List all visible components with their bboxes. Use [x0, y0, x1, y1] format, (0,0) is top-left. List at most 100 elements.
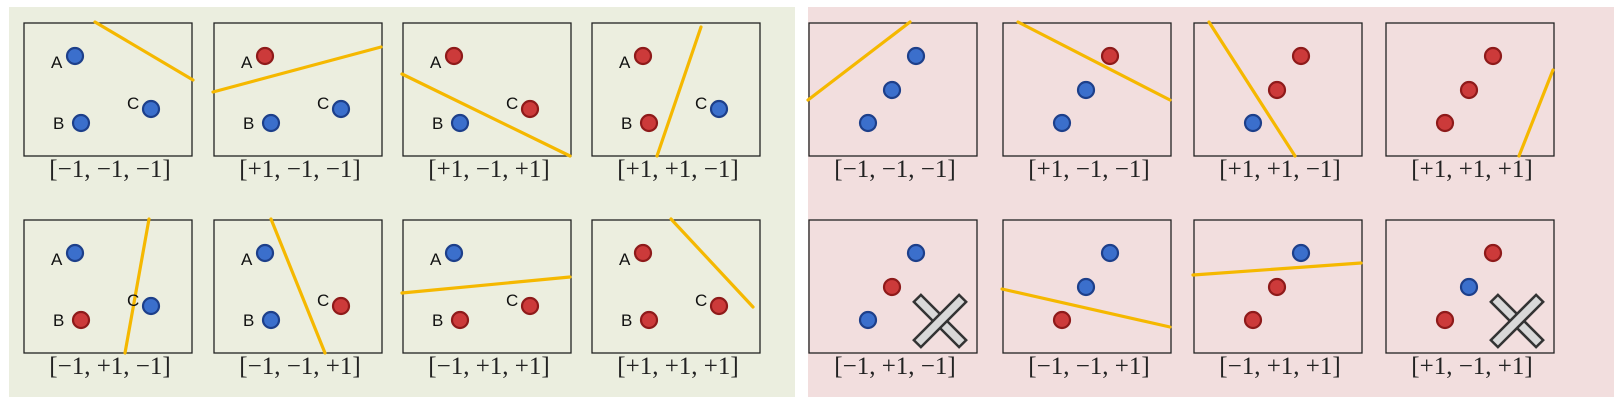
point-label: B [621, 311, 632, 330]
point-label: C [506, 94, 518, 113]
point-c-blue [331, 99, 351, 119]
cell-diagram: ABC [400, 219, 572, 354]
point-label: B [53, 311, 64, 330]
separating-line [93, 20, 195, 82]
point-2-red [882, 277, 902, 297]
cell-frame [1002, 22, 1172, 157]
separating-line [669, 217, 755, 309]
cell-diagram [1193, 20, 1363, 158]
point-label: B [621, 114, 632, 133]
point-c-blue [141, 296, 161, 316]
cell-frame [402, 22, 572, 157]
separating-line [1191, 261, 1363, 277]
point-b-red [71, 310, 91, 330]
point-c-red [520, 99, 540, 119]
point-b-blue [261, 113, 281, 133]
cell-diagram: A B C [211, 22, 383, 157]
cell-diagram: ABC [213, 217, 383, 355]
point-label: B [243, 311, 254, 330]
shattered-cell-4: A B C [+1, +1, −1] [591, 22, 765, 190]
point-c-red [709, 296, 729, 316]
separating-line [400, 275, 572, 295]
point-2-red [1267, 277, 1287, 297]
point-3-blue [1052, 113, 1072, 133]
point-1-red [1100, 46, 1120, 66]
point-3-red [1243, 310, 1263, 330]
point-b-red [639, 113, 659, 133]
point-2-red [1459, 80, 1479, 100]
cell-label: [+1, +1, −1] [617, 156, 739, 183]
point-c-red [520, 296, 540, 316]
point-a-blue [65, 46, 85, 66]
point-1-red [1483, 46, 1503, 66]
panel-collinear-configurations: [−1, −1, −1][+1, −1, −1][+1, +1, −1][+1,… [806, 7, 1614, 397]
point-a-red [255, 46, 275, 66]
point-3-red [1435, 310, 1455, 330]
point-a-red [444, 46, 464, 66]
point-3-blue [858, 310, 878, 330]
cell-diagram: A B C [23, 217, 193, 355]
cell-diagram [1385, 219, 1555, 354]
point-label: A [619, 250, 631, 269]
point-b-blue [450, 113, 470, 133]
cell-diagram: ABC [400, 22, 572, 158]
cell-label: [−1, −1, −1] [49, 156, 171, 183]
collinear-cell-3: [+1, +1, −1] [1193, 20, 1367, 190]
point-b-red [639, 310, 659, 330]
collinear-cell-1: [−1, −1, −1] [806, 20, 982, 190]
cell-label: [−1, −1, +1] [239, 353, 361, 380]
separating-line [400, 72, 572, 158]
point-1-blue [906, 243, 926, 263]
cell-label: [+1, +1, −1] [1219, 156, 1341, 183]
point-b-red [450, 310, 470, 330]
cross-icon [912, 293, 968, 349]
point-a-red [633, 243, 653, 263]
point-3-red [1052, 310, 1072, 330]
point-label: A [430, 250, 442, 269]
cell-diagram [1000, 219, 1172, 354]
point-3-blue [858, 113, 878, 133]
point-b-blue [261, 310, 281, 330]
point-label: A [241, 53, 253, 72]
point-c-red [331, 296, 351, 316]
point-label: A [430, 53, 442, 72]
separating-line [123, 217, 151, 355]
point-1-red [1291, 46, 1311, 66]
cell-label: [+1, +1, +1] [1411, 156, 1533, 183]
separating-line [211, 45, 383, 94]
point-label: C [695, 94, 707, 113]
cell-frame [23, 22, 193, 157]
point-label: C [127, 291, 139, 310]
separating-line [1016, 20, 1172, 102]
point-label: B [53, 114, 64, 133]
point-b-blue [71, 113, 91, 133]
separating-line [1517, 68, 1555, 158]
point-a-red [633, 46, 653, 66]
collinear-cell-8: [+1, −1, +1] [1385, 219, 1559, 387]
point-label: B [243, 114, 254, 133]
point-1-red [1483, 243, 1503, 263]
collinear-cell-6: [−1, −1, +1] [1000, 219, 1176, 387]
point-2-red [1267, 80, 1287, 100]
separating-line [1207, 20, 1297, 158]
point-1-blue [1100, 243, 1120, 263]
separating-line [269, 217, 327, 355]
collinear-cell-5: [−1, +1, −1] [808, 219, 982, 387]
cell-label: [−1, +1, +1] [428, 353, 550, 380]
cell-label: [−1, −1, +1] [1028, 353, 1150, 380]
cell-diagram [1385, 22, 1555, 158]
point-label: A [51, 250, 63, 269]
cell-diagram: ABC [591, 217, 761, 354]
cross-icon [1489, 293, 1545, 349]
cell-frame [213, 22, 383, 157]
point-label: A [619, 53, 631, 72]
point-a-blue [255, 243, 275, 263]
point-2-blue [882, 80, 902, 100]
point-label: C [317, 94, 329, 113]
cell-diagram [806, 20, 978, 157]
